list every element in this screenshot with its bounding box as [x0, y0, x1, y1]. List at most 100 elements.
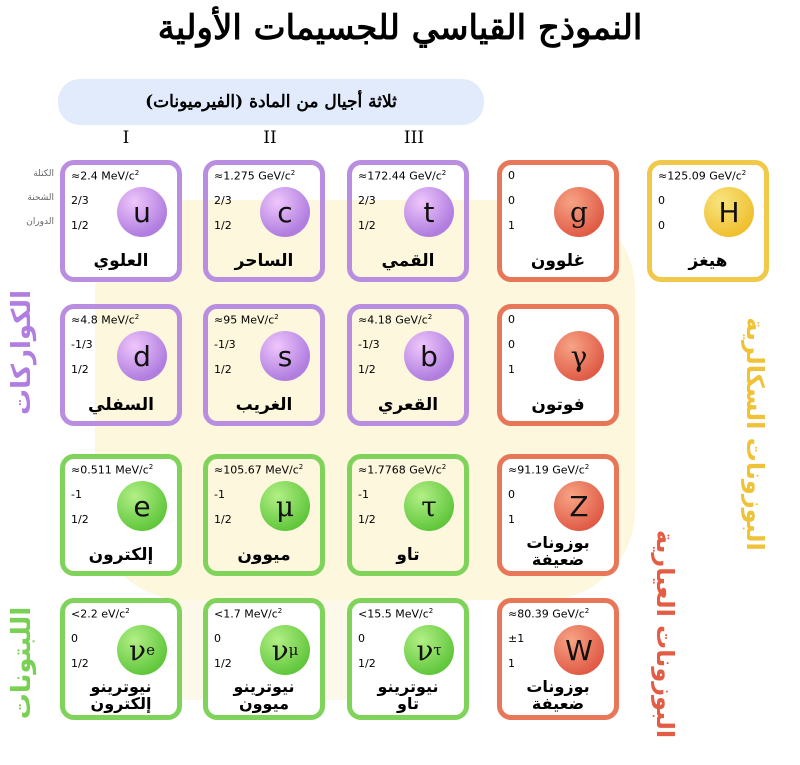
particle-symbol: c — [260, 187, 310, 237]
charge-value: ±1 — [508, 632, 525, 645]
spin-value: 1/2 — [214, 513, 232, 526]
charge-value: 2/3 — [214, 194, 232, 207]
particle-symbol: H — [704, 187, 754, 237]
spin-value: 0 — [658, 219, 665, 232]
spin-value: 1/2 — [214, 657, 232, 670]
mass-value: ≈91.19 GeV/c2 — [508, 463, 590, 477]
charge-value: 0 — [658, 194, 665, 207]
scalar-bosons-group-label: البوزونات السكالرية — [741, 317, 769, 551]
charge-value: 0 — [358, 632, 365, 645]
particle-card-up[interactable]: ≈2.4 MeV/c2 2/3 1/2 u العلوي — [60, 160, 182, 282]
particle-name: هيغز — [688, 251, 728, 272]
quarks-group-label: الكواركات — [7, 290, 37, 415]
spin-label: الدوران — [26, 217, 54, 227]
charge-value: -1/3 — [71, 338, 93, 351]
mass-value: ≈125.09 GeV/c2 — [658, 169, 747, 183]
mass-value: 0 — [508, 313, 515, 326]
particle-name: السفلي — [88, 395, 154, 416]
particle-symbol: u — [117, 187, 167, 237]
particle-symbol: d — [117, 331, 167, 381]
spin-value: 1/2 — [71, 219, 89, 232]
charge-value: 0 — [508, 338, 515, 351]
generation-label-3: III — [403, 128, 425, 148]
mass-value: ≈172.44 GeV/c2 — [358, 169, 447, 183]
spin-value: 1/2 — [358, 513, 376, 526]
charge-value: -1/3 — [358, 338, 380, 351]
mass-value: ≈95 MeV/c2 — [214, 313, 279, 327]
charge-value: -1/3 — [214, 338, 236, 351]
spin-value: 1/2 — [358, 219, 376, 232]
mass-value: ≈4.18 GeV/c2 — [358, 313, 433, 327]
charge-value: 2/3 — [71, 194, 89, 207]
spin-value: 1 — [508, 363, 515, 376]
particle-name: الغريب — [235, 395, 293, 416]
mass-value: ≈0.511 MeV/c2 — [71, 463, 154, 477]
particle-name: ميوون — [237, 545, 291, 566]
particle-card-photon[interactable]: 0 0 1 γ فوتون — [497, 304, 619, 426]
leptons-group-label: اللبتونات — [7, 606, 37, 720]
charge-value: -1 — [358, 488, 369, 501]
spin-value: 1 — [508, 219, 515, 232]
charge-value: 0 — [508, 488, 515, 501]
charge-value: 0 — [508, 194, 515, 207]
particle-symbol: Z — [554, 481, 604, 531]
particle-name: إلكترون — [88, 545, 154, 566]
spin-value: 1/2 — [358, 657, 376, 670]
particle-symbol: g — [554, 187, 604, 237]
particle-card-gluon[interactable]: 0 0 1 g غلوون — [497, 160, 619, 282]
particle-symbol: W — [554, 625, 604, 675]
generations-banner: ثلاثة أجيال من المادة (الفيرميونات) — [58, 79, 484, 125]
particle-name: الساحر — [234, 251, 294, 272]
particle-card-electron[interactable]: ≈0.511 MeV/c2 -1 1/2 e إلكترون — [60, 454, 182, 576]
particle-name: غلوون — [530, 251, 586, 272]
particle-name: فوتون — [531, 395, 585, 416]
spin-value: 1/2 — [358, 363, 376, 376]
mass-value: <2.2 eV/c2 — [71, 607, 130, 621]
particle-symbol: t — [404, 187, 454, 237]
mass-value: 0 — [508, 169, 515, 182]
particle-symbol: γ — [554, 331, 604, 381]
mass-value: <15.5 MeV/c2 — [358, 607, 434, 621]
spin-value: 1/2 — [214, 219, 232, 232]
mass-value: ≈2.4 MeV/c2 — [71, 169, 140, 183]
spin-value: 1/2 — [71, 657, 89, 670]
generation-label-2: II — [263, 128, 277, 148]
property-labels: الكتلة الشحنة الدوران — [6, 170, 54, 242]
spin-value: 1/2 — [71, 513, 89, 526]
spin-value: 1 — [508, 513, 515, 526]
charge-value: 2/3 — [358, 194, 376, 207]
particle-name: القمي — [381, 251, 435, 272]
mass-value: ≈105.67 MeV/c2 — [214, 463, 304, 477]
particle-card-strange[interactable]: ≈95 MeV/c2 -1/3 1/2 s الغريب — [203, 304, 325, 426]
particle-symbol: e — [117, 481, 167, 531]
spin-value: 1/2 — [214, 363, 232, 376]
particle-symbol: τ — [404, 481, 454, 531]
particle-card-top[interactable]: ≈172.44 GeV/c2 2/3 1/2 t القمي — [347, 160, 469, 282]
particle-symbol: μ — [260, 481, 310, 531]
particle-card-down[interactable]: ≈4.8 MeV/c2 -1/3 1/2 d السفلي — [60, 304, 182, 426]
particle-name: تاو — [396, 545, 420, 566]
particle-card-higgs[interactable]: ≈125.09 GeV/c2 0 0 H هيغز — [647, 160, 769, 282]
particle-card-bottom[interactable]: ≈4.18 GeV/c2 -1/3 1/2 b القعري — [347, 304, 469, 426]
gauge-bosons-group-label: البوزونات العيارية — [651, 529, 679, 739]
charge-label: الشحنة — [27, 193, 54, 203]
charge-value: -1 — [71, 488, 82, 501]
particle-card-tau[interactable]: ≈1.7768 GeV/c2 -1 1/2 τ تاو — [347, 454, 469, 576]
spin-value: 1/2 — [71, 363, 89, 376]
particle-card-charm[interactable]: ≈1.275 GeV/c2 2/3 1/2 c الساحر — [203, 160, 325, 282]
particle-card-muon[interactable]: ≈105.67 MeV/c2 -1 1/2 μ ميوون — [203, 454, 325, 576]
particle-name: القعري — [377, 395, 439, 416]
mass-label: الكتلة — [33, 169, 54, 179]
